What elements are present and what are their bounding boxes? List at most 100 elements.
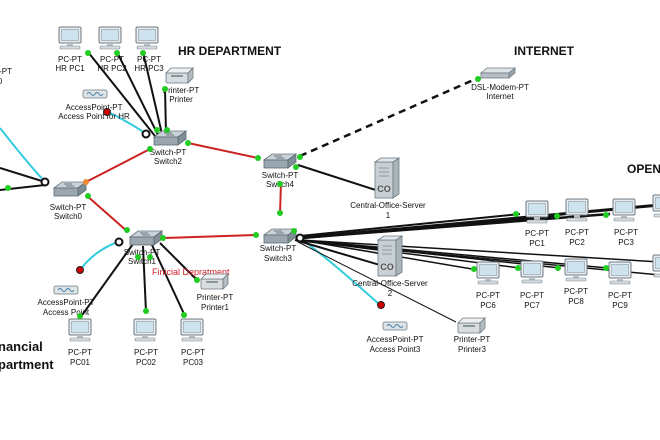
- switch2[interactable]: Switch-PT Switch2: [150, 130, 187, 166]
- pc9[interactable]: PC-PT PC9: [608, 261, 632, 310]
- device-type-label: PC-PT: [525, 229, 549, 238]
- device-partial-left[interactable]: PC-PT 0: [0, 67, 12, 86]
- device-name-label: 2: [388, 289, 393, 298]
- pc02[interactable]: PC-PT PC02: [133, 318, 158, 367]
- wireless-endpoint: [295, 233, 305, 243]
- hr-pc2[interactable]: PC-PT HR PC2: [97, 26, 127, 73]
- device-name-label: Switch3: [264, 254, 293, 263]
- device-name-label: Printer: [169, 95, 193, 104]
- device-type-label: AccessPoint-PT: [66, 103, 123, 112]
- link-light-down: [103, 108, 111, 116]
- link-status-lights: [5, 50, 609, 319]
- link-sw3-server2: [294, 239, 391, 269]
- device-name-label: PC2: [569, 238, 585, 247]
- finance-access-point[interactable]: AccessPoint-PT Access Point: [38, 285, 95, 317]
- link-sw1-pc03: [151, 244, 186, 317]
- link-light-up: [85, 50, 91, 56]
- printer-3[interactable]: Printer-PT Printer3: [454, 317, 491, 354]
- device-name-label: PC6: [480, 301, 496, 310]
- device-name-label: Printer1: [201, 303, 230, 312]
- device-name-label: 1: [386, 211, 391, 220]
- pc-icon: [520, 260, 544, 284]
- device-type-label: Printer-PT: [163, 86, 200, 95]
- link-hrpc1-sw2: [87, 51, 156, 137]
- access-point-3[interactable]: AccessPoint-PT Access Point3: [367, 321, 424, 354]
- link-hrprinter-sw2: [164, 87, 167, 135]
- device-name-label: Switch1: [128, 257, 157, 266]
- device-name-label: Switch2: [154, 157, 183, 166]
- financial-area-title-line2: partment: [0, 357, 54, 372]
- central-office-server-2[interactable]: Central-Office-Server 2: [352, 235, 428, 298]
- device-type-label: PC-PT: [68, 348, 92, 357]
- switch0[interactable]: Switch-PT Switch0: [50, 181, 87, 221]
- central-office-server-1[interactable]: Central-Office-Server 1: [350, 157, 426, 220]
- pc1[interactable]: PC-PT PC1: [525, 200, 549, 248]
- device-name-label: Access Point: [43, 308, 90, 317]
- link-light-up: [181, 312, 187, 318]
- device-type-label: PC-PT: [520, 291, 544, 300]
- link-sw3-pc1: [299, 213, 521, 237]
- trunk-sw0-sw2: [85, 149, 149, 183]
- pc-icon: [180, 318, 204, 342]
- device-name-label: 0: [0, 77, 3, 86]
- pc03[interactable]: PC-PT PC03: [180, 318, 205, 367]
- device-type-label: Printer-PT: [454, 335, 491, 344]
- device-name-label: PC9: [612, 301, 628, 310]
- link-light-up: [293, 164, 299, 170]
- hr-pc3[interactable]: PC-PT HR PC3: [134, 26, 164, 73]
- finance-printer[interactable]: Printer-PT Printer1: [197, 273, 234, 312]
- link-light-up: [255, 155, 261, 161]
- link-light-up: [194, 277, 200, 283]
- switch1[interactable]: Switch-PT Switch1: [124, 230, 163, 266]
- link-light-up: [5, 185, 11, 191]
- pc-icon-offscreen: [652, 194, 660, 218]
- link-sw3-printer3: [297, 241, 457, 323]
- device-name-label: PC1: [529, 239, 545, 248]
- link-sw4-server1: [297, 164, 383, 193]
- device-name-label: Printer3: [458, 345, 487, 354]
- device-type-label: PC-PT: [100, 55, 124, 64]
- device-type-label: Central-Office-Server: [350, 201, 426, 210]
- device-type-label: PC-PT: [137, 55, 161, 64]
- device-name-label: Access Point3: [370, 345, 421, 354]
- pc-icon: [133, 318, 157, 342]
- pc3[interactable]: PC-PT PC3: [612, 198, 638, 247]
- finance-department-tag: Finicial Depratment: [152, 267, 230, 277]
- link-light-up: [554, 213, 560, 219]
- device-type-label: PC-PT: [181, 348, 205, 357]
- modem-icon: [480, 67, 516, 79]
- device-name-label: PC02: [136, 358, 157, 367]
- access-point-icon: [53, 285, 79, 295]
- device-name-label: HR PC2: [97, 64, 127, 73]
- link-light-up: [135, 254, 141, 260]
- wireless-link-fin-ap: [79, 241, 119, 271]
- link-light-up: [164, 127, 170, 133]
- device-name-label: HR PC3: [134, 64, 164, 73]
- link-light-up: [603, 265, 609, 271]
- hr-printer[interactable]: Printer-PT Printer: [163, 67, 200, 104]
- link-sw1-pc02: [142, 245, 147, 313]
- link-sw3-pc9: [299, 239, 609, 269]
- device-name-label: Switch0: [54, 212, 83, 221]
- pc01[interactable]: PC-PT PC01: [68, 318, 92, 367]
- link-light-up: [277, 181, 283, 187]
- pc6[interactable]: PC-PT PC6: [476, 261, 500, 310]
- device-type-label: PC-PT: [608, 291, 632, 300]
- link-light-up: [513, 211, 519, 217]
- dsl-modem[interactable]: DSL-Modem-PT Internet: [471, 67, 529, 101]
- hr-access-point[interactable]: AccessPoint-PT Access Point for HR: [58, 89, 130, 121]
- switch3[interactable]: Switch-PT Switch3: [260, 228, 297, 263]
- printer-icon: [457, 317, 486, 334]
- trunk-sw4-sw3: [279, 181, 282, 215]
- pc-icon: [135, 26, 159, 50]
- hr-pc1[interactable]: PC-PT HR PC1: [55, 26, 85, 73]
- pc8[interactable]: PC-PT PC8: [564, 258, 588, 306]
- access-point-icon: [82, 89, 108, 99]
- pc2[interactable]: PC-PT PC2: [565, 198, 589, 247]
- access-point-icon: [382, 321, 408, 331]
- device-type-label: AccessPoint-PT: [38, 298, 95, 307]
- device-name-label: HR PC1: [55, 64, 85, 73]
- link-light-up: [143, 308, 149, 314]
- pc7[interactable]: PC-PT PC7: [520, 260, 544, 310]
